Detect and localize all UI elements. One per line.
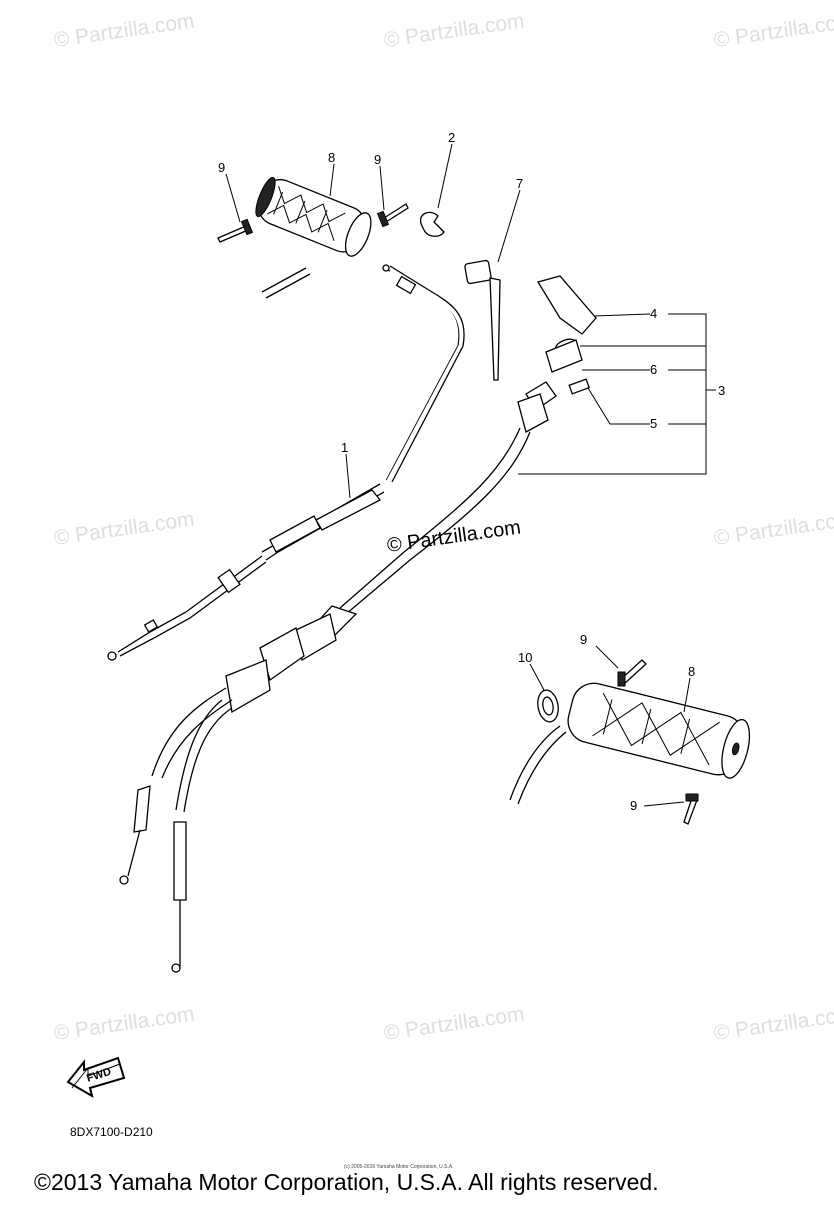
bolt-9-upper-left (217, 218, 254, 243)
callout-8: 8 (688, 664, 695, 679)
callout-9: 9 (218, 160, 225, 175)
watermark: © Partzilla.com (712, 1002, 834, 1044)
watermark-layer: © Partzilla.com © Partzilla.com © Partzi… (52, 9, 834, 1044)
leader-lines (225, 143, 716, 807)
callout-9: 9 (630, 798, 637, 813)
callout-1: 1 (341, 440, 348, 455)
bolt-9-lower-bottom (683, 793, 699, 825)
callout-10: 10 (518, 650, 532, 665)
callout-6: 6 (650, 362, 657, 377)
grip-cable (261, 267, 307, 293)
part-4-housing (536, 275, 597, 335)
copyright-notice: ©2013 Yamaha Motor Corporation, U.S.A. A… (34, 1169, 659, 1195)
watermark: © Partzilla.com (382, 9, 525, 51)
diagram-reference: 8DX7100-D210 (70, 1125, 153, 1139)
bolt-9-lower-top (617, 659, 647, 687)
fwd-arrow: FWD (66, 1056, 126, 1099)
callout-3: 3 (718, 383, 725, 398)
tie-band-part-7 (464, 259, 501, 381)
callout-8: 8 (328, 150, 335, 165)
cable-assembly-part-3 (119, 381, 557, 973)
callout-5: 5 (650, 416, 657, 431)
callout-2: 2 (448, 130, 455, 145)
watermark: © Partzilla.com (712, 9, 834, 51)
part-5-pin (568, 378, 591, 395)
watermark: © Partzilla.com (382, 1002, 525, 1044)
watermark: © Partzilla.com (52, 9, 195, 51)
part-6-collar (545, 339, 583, 373)
callout-9: 9 (374, 152, 381, 167)
grip-body-lower (567, 682, 751, 779)
callout-9: 9 (580, 632, 587, 647)
tiny-copyright: (c) 2005-2016 Yamaha Motor Corporation, … (344, 1164, 454, 1170)
bolt-9-upper-right (376, 203, 409, 228)
callout-labels: 9 8 9 2 7 4 6 3 5 1 10 9 8 9 (218, 130, 725, 813)
watermark: © Partzilla.com (712, 507, 834, 549)
watermark: © Partzilla.com (52, 507, 195, 549)
throttle-parts (536, 275, 597, 395)
callout-4: 4 (650, 306, 657, 321)
upper-grip-assembly (217, 176, 445, 299)
lower-grip-assembly (509, 659, 751, 825)
callout-7: 7 (516, 176, 523, 191)
watermark: © Partzilla.com (52, 1002, 195, 1044)
grip-cable (265, 273, 311, 299)
cable-part-1 (107, 264, 465, 661)
clip-part-2 (419, 211, 445, 237)
grip-body-upper (255, 176, 372, 257)
